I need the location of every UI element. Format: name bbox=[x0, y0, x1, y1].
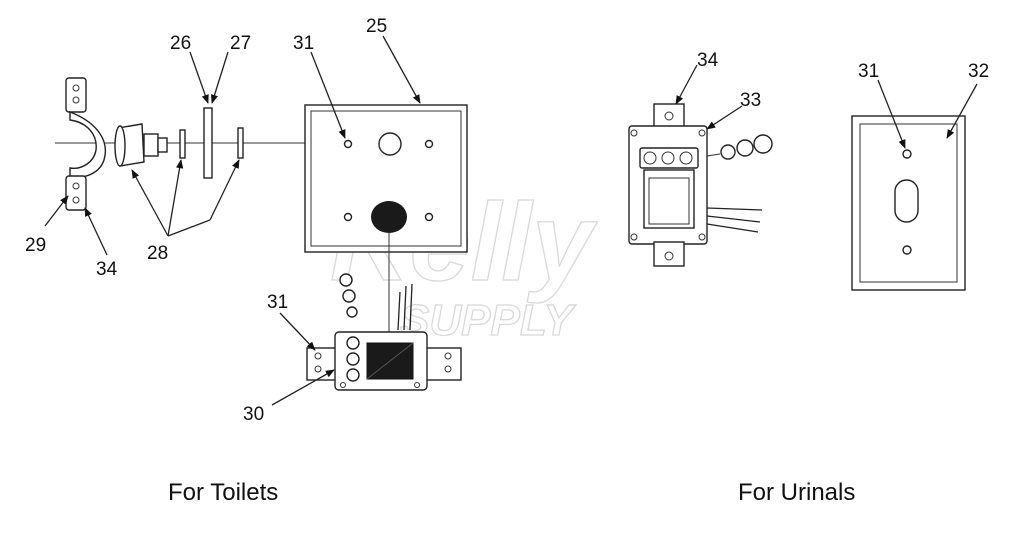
callout-28: 28 bbox=[147, 243, 168, 264]
toilet-callouts: 26 27 31 25 29 34 28 31 30 bbox=[25, 16, 421, 425]
sensor-wires bbox=[397, 283, 413, 331]
callout-31-urinal-plate: 31 bbox=[858, 61, 879, 82]
callout-32: 32 bbox=[968, 61, 989, 82]
urinal-o-ring-2 bbox=[736, 139, 754, 157]
caption-for-toilets: For Toilets bbox=[168, 479, 278, 506]
toilet-cover-plate bbox=[304, 104, 468, 253]
caption-for-urinals: For Urinals bbox=[738, 479, 855, 506]
callout-30: 30 bbox=[243, 404, 264, 425]
washer-front bbox=[179, 129, 186, 159]
urinal-wires bbox=[706, 207, 763, 233]
o-ring-3 bbox=[346, 306, 358, 318]
callout-26: 26 bbox=[170, 33, 191, 54]
sensor-window bbox=[371, 201, 407, 233]
watermark-sub: SUPPLY bbox=[400, 296, 576, 345]
urinal-sensor-box bbox=[628, 103, 763, 267]
callout-31-toilet-plate: 31 bbox=[293, 33, 314, 54]
washer-rear bbox=[237, 127, 244, 159]
o-ring-2 bbox=[342, 289, 356, 303]
o-ring-1 bbox=[339, 273, 353, 287]
valve-body bbox=[114, 123, 168, 167]
callout-34-clamp: 34 bbox=[96, 259, 118, 280]
callout-34-urinal: 34 bbox=[697, 50, 719, 71]
urinal-callouts: 34 33 31 32 bbox=[675, 50, 989, 149]
pipe-clamp bbox=[65, 77, 106, 211]
callout-33: 33 bbox=[740, 90, 761, 111]
mounting-plate-strip bbox=[203, 107, 213, 179]
callout-31-sensor-box: 31 bbox=[267, 292, 288, 313]
urinal-cover-plate bbox=[851, 115, 966, 291]
callout-25: 25 bbox=[366, 16, 387, 37]
callout-29: 29 bbox=[25, 235, 46, 256]
urinal-o-ring-3 bbox=[753, 134, 773, 154]
urinal-o-ring-1 bbox=[720, 144, 736, 160]
callout-27: 27 bbox=[230, 33, 251, 54]
